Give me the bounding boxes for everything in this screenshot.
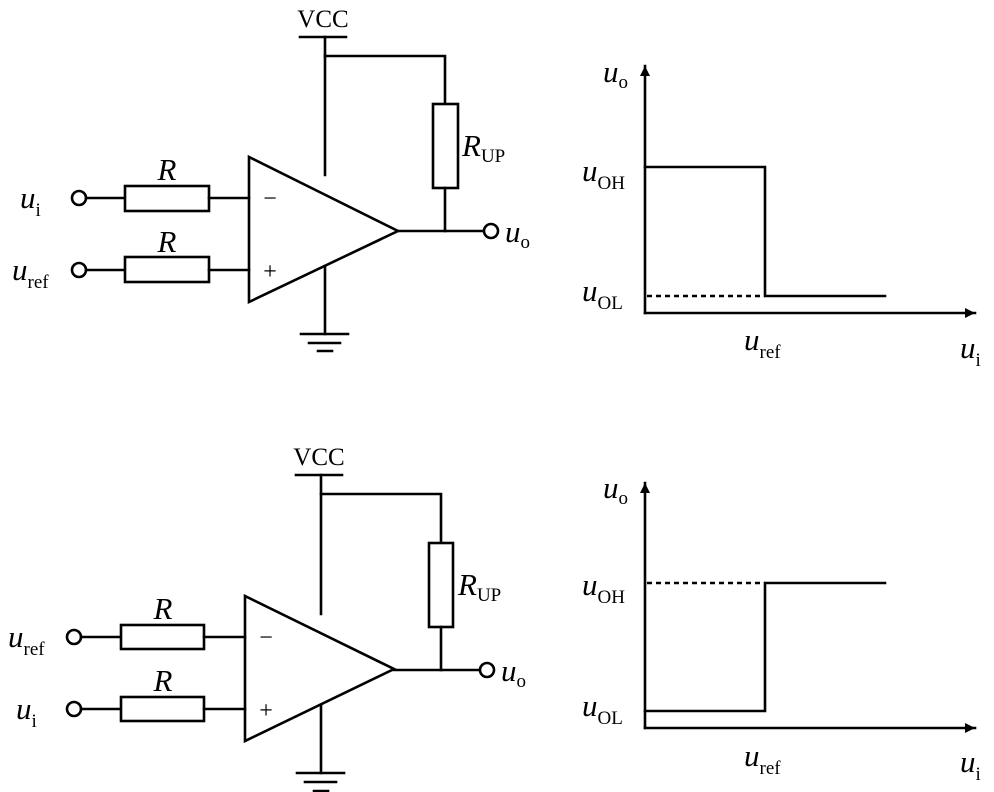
x-axis-label: ui bbox=[960, 330, 981, 371]
ground-icon bbox=[295, 771, 346, 792]
high-level-label: uOH bbox=[582, 567, 625, 608]
inverting-input-label: ui bbox=[20, 180, 41, 221]
y-axis-label: uo bbox=[603, 470, 628, 509]
noninverting-resistor-label: R bbox=[153, 663, 173, 698]
noninverting-input-terminal bbox=[70, 261, 88, 279]
vcc-label: VCC bbox=[293, 444, 344, 471]
y-axis-label: uo bbox=[603, 54, 628, 93]
inverting-input-resistor bbox=[119, 623, 206, 651]
transfer-curve bbox=[643, 581, 887, 713]
pullup-resistor bbox=[427, 541, 455, 629]
output-terminal bbox=[482, 222, 500, 240]
inverting-input-resistor bbox=[123, 184, 211, 213]
graph-noninverting-transfer: uo ui uOH uOL uref bbox=[582, 470, 981, 785]
noninverting-input-resistor bbox=[119, 695, 206, 723]
high-level-label: uOH bbox=[582, 153, 625, 194]
pullup-top-wire bbox=[323, 54, 447, 106]
inverting-sign: − bbox=[263, 186, 277, 212]
pullup-resistor bbox=[431, 102, 460, 190]
low-level-label: uOL bbox=[582, 688, 623, 729]
noninverting-sign: + bbox=[259, 698, 273, 724]
threshold-label: uref bbox=[744, 322, 781, 363]
inverting-input-terminal bbox=[65, 628, 83, 646]
inverting-resistor-label: R bbox=[157, 152, 177, 187]
low-level-label: uOL bbox=[582, 273, 623, 314]
circuit-inverting-comparator: VCC RUP − + uo ui R bbox=[12, 6, 530, 353]
vcc-label: VCC bbox=[297, 6, 348, 33]
noninverting-input-resistor bbox=[123, 255, 211, 284]
x-axis-label: ui bbox=[960, 744, 981, 785]
inverting-sign: − bbox=[259, 625, 273, 651]
output-terminal bbox=[478, 661, 496, 679]
noninverting-input-terminal bbox=[65, 700, 83, 718]
noninverting-input-label: ui bbox=[16, 691, 37, 732]
noninverting-sign: + bbox=[263, 259, 277, 285]
graph-inverting-transfer: uo ui uOH uOL uref bbox=[582, 54, 981, 371]
output-label: uo bbox=[505, 214, 530, 253]
pullup-resistor-label: RUP bbox=[457, 567, 501, 606]
noninverting-resistor-label: R bbox=[157, 224, 177, 259]
output-label: uo bbox=[501, 653, 526, 692]
pullup-resistor-label: RUP bbox=[461, 128, 505, 167]
noninverting-input-label: uref bbox=[12, 252, 49, 293]
threshold-label: uref bbox=[744, 738, 781, 779]
op-amp-triangle bbox=[243, 593, 397, 744]
pullup-top-wire bbox=[319, 492, 443, 545]
transfer-curve bbox=[643, 165, 887, 298]
circuit-noninverting-comparator: VCC RUP − + uo uref R bbox=[8, 444, 526, 792]
op-amp-triangle bbox=[247, 154, 401, 305]
inverting-input-label: uref bbox=[8, 619, 45, 660]
inverting-resistor-label: R bbox=[153, 591, 173, 626]
ground-icon bbox=[299, 332, 350, 353]
inverting-input-terminal bbox=[70, 189, 88, 207]
